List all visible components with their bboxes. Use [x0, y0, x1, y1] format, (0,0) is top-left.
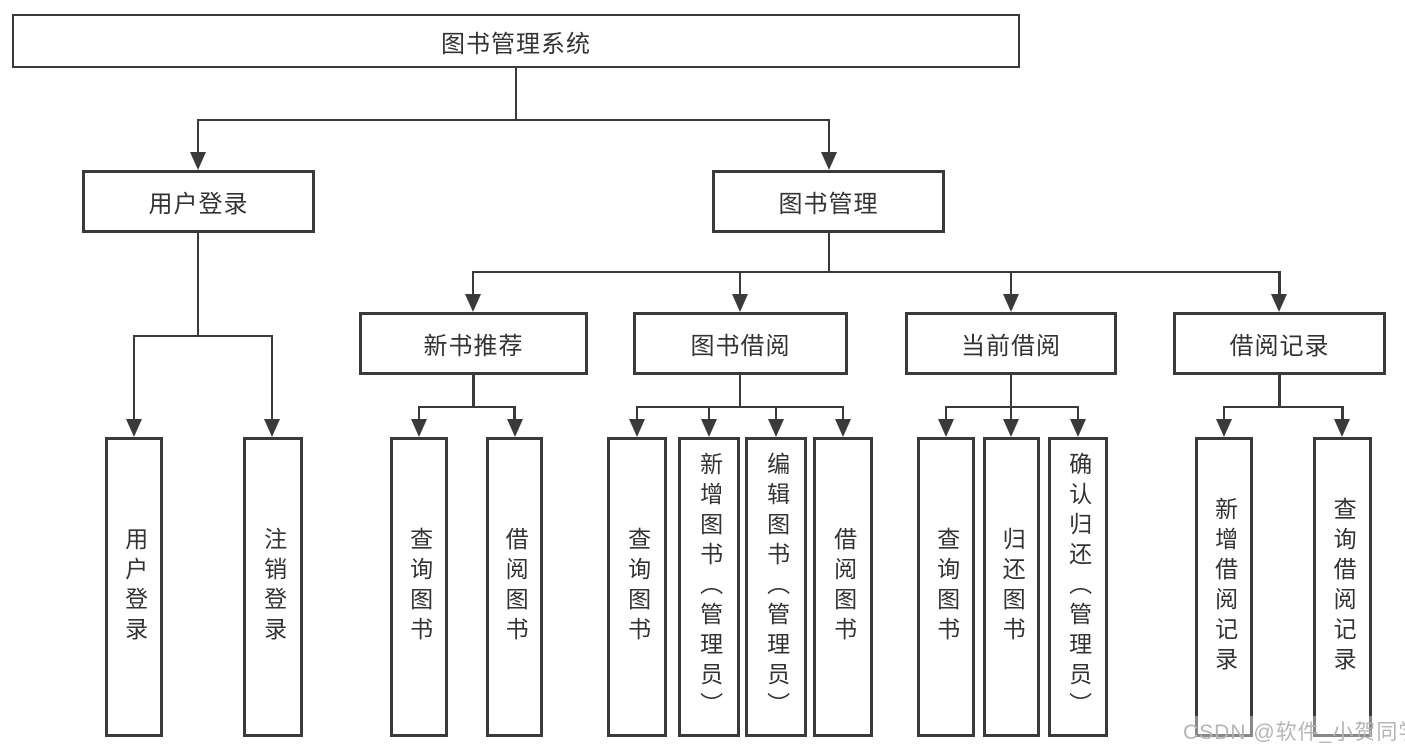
connector-line: [270, 336, 274, 420]
node-book-borrowing: 图书借阅: [633, 312, 848, 375]
connector-line: [196, 233, 200, 336]
leaf-user-login: 用户登录: [105, 437, 163, 737]
connector-line: [1222, 407, 1226, 421]
connector-line: [471, 270, 1281, 274]
arrow-down-icon: [821, 152, 837, 170]
arrow-down-icon: [1271, 294, 1287, 312]
leaf-label: 新增借阅记录: [1211, 497, 1238, 677]
connector-line: [417, 405, 516, 409]
connector-line: [738, 375, 742, 407]
connector-line: [738, 272, 742, 295]
connector-line: [1222, 405, 1344, 409]
connector-line: [1009, 375, 1013, 407]
connector-line: [514, 68, 518, 120]
leaf-query-borrow-record: 查询借阅记录: [1313, 437, 1372, 737]
connector-line: [196, 120, 200, 153]
leaf-borrow-books-recommend: 借阅图书: [486, 437, 543, 737]
connector-line: [841, 407, 845, 421]
leaf-query-books-current: 查询图书: [917, 437, 975, 737]
arrow-down-icon: [465, 294, 481, 312]
arrow-down-icon: [629, 419, 645, 437]
leaf-confirm-return-admin: 确认归还（管理员）: [1048, 437, 1108, 737]
arrow-down-icon: [1003, 419, 1019, 437]
arrow-down-icon: [768, 419, 784, 437]
connector-line: [827, 233, 831, 272]
connector-line: [417, 407, 421, 421]
node-label: 借阅记录: [1229, 333, 1330, 360]
leaf-label: 借阅图书: [830, 527, 857, 647]
connector-line: [472, 375, 475, 407]
csdn-watermark: CSDN @软件_小贺同学: [1183, 716, 1405, 746]
leaf-label: 借阅图书: [502, 527, 529, 647]
connector-line: [132, 334, 274, 338]
arrow-down-icon: [835, 419, 851, 437]
node-label: 新书推荐: [423, 333, 524, 360]
node-label: 用户登录: [148, 191, 249, 218]
leaf-add-books-admin: 新增图书（管理员）: [678, 437, 740, 737]
node-book-management: 图书管理: [712, 170, 945, 233]
arrow-down-icon: [732, 294, 748, 312]
connector-line: [944, 407, 948, 421]
leaf-label: 用户登录: [121, 527, 148, 647]
arrow-down-icon: [1216, 419, 1232, 437]
leaf-label: 查询图书: [624, 527, 651, 647]
arrow-down-icon: [701, 419, 717, 437]
node-label: 图书管理: [778, 191, 879, 218]
connector-line: [635, 407, 639, 421]
arrow-down-icon: [126, 419, 142, 437]
arrow-down-icon: [1070, 419, 1086, 437]
connector-line: [1009, 407, 1013, 421]
arrow-down-icon: [507, 419, 523, 437]
connector-line: [1278, 375, 1281, 407]
connector-line: [827, 120, 831, 153]
leaf-edit-books-admin: 编辑图书（管理员）: [745, 437, 807, 737]
node-current-borrowing: 当前借阅: [905, 312, 1117, 375]
connector-line: [196, 118, 831, 122]
arrow-down-icon: [411, 419, 427, 437]
leaf-query-books-recommend: 查询图书: [390, 437, 448, 737]
node-label: 图书借阅: [690, 333, 791, 360]
leaf-label: 查询借阅记录: [1330, 497, 1357, 677]
arrow-down-icon: [1003, 294, 1019, 312]
connector-line: [1076, 407, 1080, 421]
node-label: 当前借阅: [961, 333, 1061, 360]
leaf-borrow-books: 借阅图书: [813, 437, 873, 737]
connector-line: [1009, 272, 1013, 295]
node-label: 图书管理系统: [441, 30, 591, 58]
node-new-book-recommendation: 新书推荐: [359, 312, 588, 375]
connector-line: [1278, 272, 1281, 295]
node-borrowing-records: 借阅记录: [1173, 312, 1386, 375]
leaf-label: 归还图书: [999, 527, 1026, 647]
arrow-down-icon: [938, 419, 954, 437]
connector-line: [513, 407, 516, 421]
arrow-down-icon: [264, 419, 280, 437]
connector-line: [132, 336, 136, 420]
connector-line: [471, 272, 475, 295]
leaf-label: 注销登录: [260, 527, 287, 647]
leaf-label: 编辑图书（管理员）: [763, 452, 790, 722]
leaf-label: 新增图书（管理员）: [696, 452, 723, 722]
leaf-label: 查询图书: [933, 527, 960, 647]
leaf-label: 确认归还（管理员）: [1065, 452, 1092, 722]
leaf-label: 查询图书: [406, 527, 433, 647]
connector-line: [1341, 407, 1344, 421]
leaf-logout: 注销登录: [243, 437, 303, 737]
node-user-login: 用户登录: [82, 170, 315, 233]
node-root-library-system: 图书管理系统: [12, 14, 1020, 68]
leaf-add-borrow-record: 新增借阅记录: [1195, 437, 1253, 737]
arrow-down-icon: [1334, 419, 1350, 437]
leaf-return-books: 归还图书: [983, 437, 1040, 737]
arrow-down-icon: [190, 152, 206, 170]
connector-line: [707, 407, 711, 421]
connector-line: [774, 407, 778, 421]
leaf-query-books-borrow: 查询图书: [607, 437, 667, 737]
connector-line: [635, 405, 845, 409]
